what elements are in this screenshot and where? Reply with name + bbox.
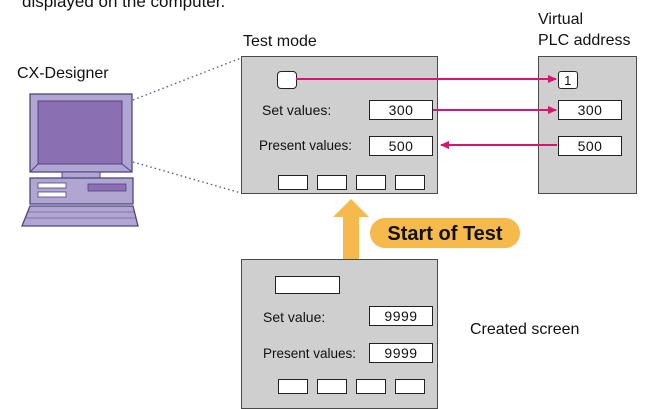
virtual-plc-title-line2: PLC address — [538, 32, 631, 49]
start-of-test-badge — [370, 218, 520, 248]
function-button[interactable] — [395, 175, 425, 190]
set-value-field[interactable]: 9999 — [369, 306, 433, 326]
desktop-computer-icon — [21, 93, 139, 227]
set-values-label: Set values: — [262, 102, 332, 118]
function-button[interactable] — [395, 379, 425, 394]
start-test-arrow — [333, 199, 369, 259]
created-screen-display[interactable] — [275, 276, 340, 294]
intro-text: displayed on the computer. — [22, 0, 226, 11]
plc-set-value-address: 300 — [558, 100, 622, 120]
computer-label: CX-Designer — [17, 65, 109, 82]
function-button[interactable] — [278, 175, 308, 190]
function-button[interactable] — [356, 175, 386, 190]
function-button[interactable] — [278, 379, 308, 394]
plc-bit-address: 1 — [558, 71, 578, 89]
created-screen-panel: Set value: 9999 Present values: 9999 — [241, 259, 438, 409]
test-mode-title: Test mode — [243, 33, 317, 50]
dotted-view-line — [132, 161, 242, 194]
dotted-view-line — [132, 57, 242, 101]
function-button[interactable] — [317, 379, 347, 394]
function-button[interactable] — [317, 175, 347, 190]
created-screen-caption: Created screen — [470, 321, 580, 338]
function-button[interactable] — [356, 379, 386, 394]
plc-present-value-address: 500 — [558, 136, 622, 156]
set-values-field[interactable]: 300 — [369, 100, 433, 120]
present-values-field[interactable]: 9999 — [369, 343, 433, 363]
present-values-label: Present values: — [263, 346, 357, 361]
start-of-test-label: Start of Test — [387, 223, 503, 245]
virtual-plc-title-line1: Virtual — [538, 11, 584, 28]
present-values-field[interactable]: 500 — [369, 136, 433, 156]
set-value-label: Set value: — [263, 309, 326, 325]
present-values-label: Present values: — [259, 138, 353, 153]
